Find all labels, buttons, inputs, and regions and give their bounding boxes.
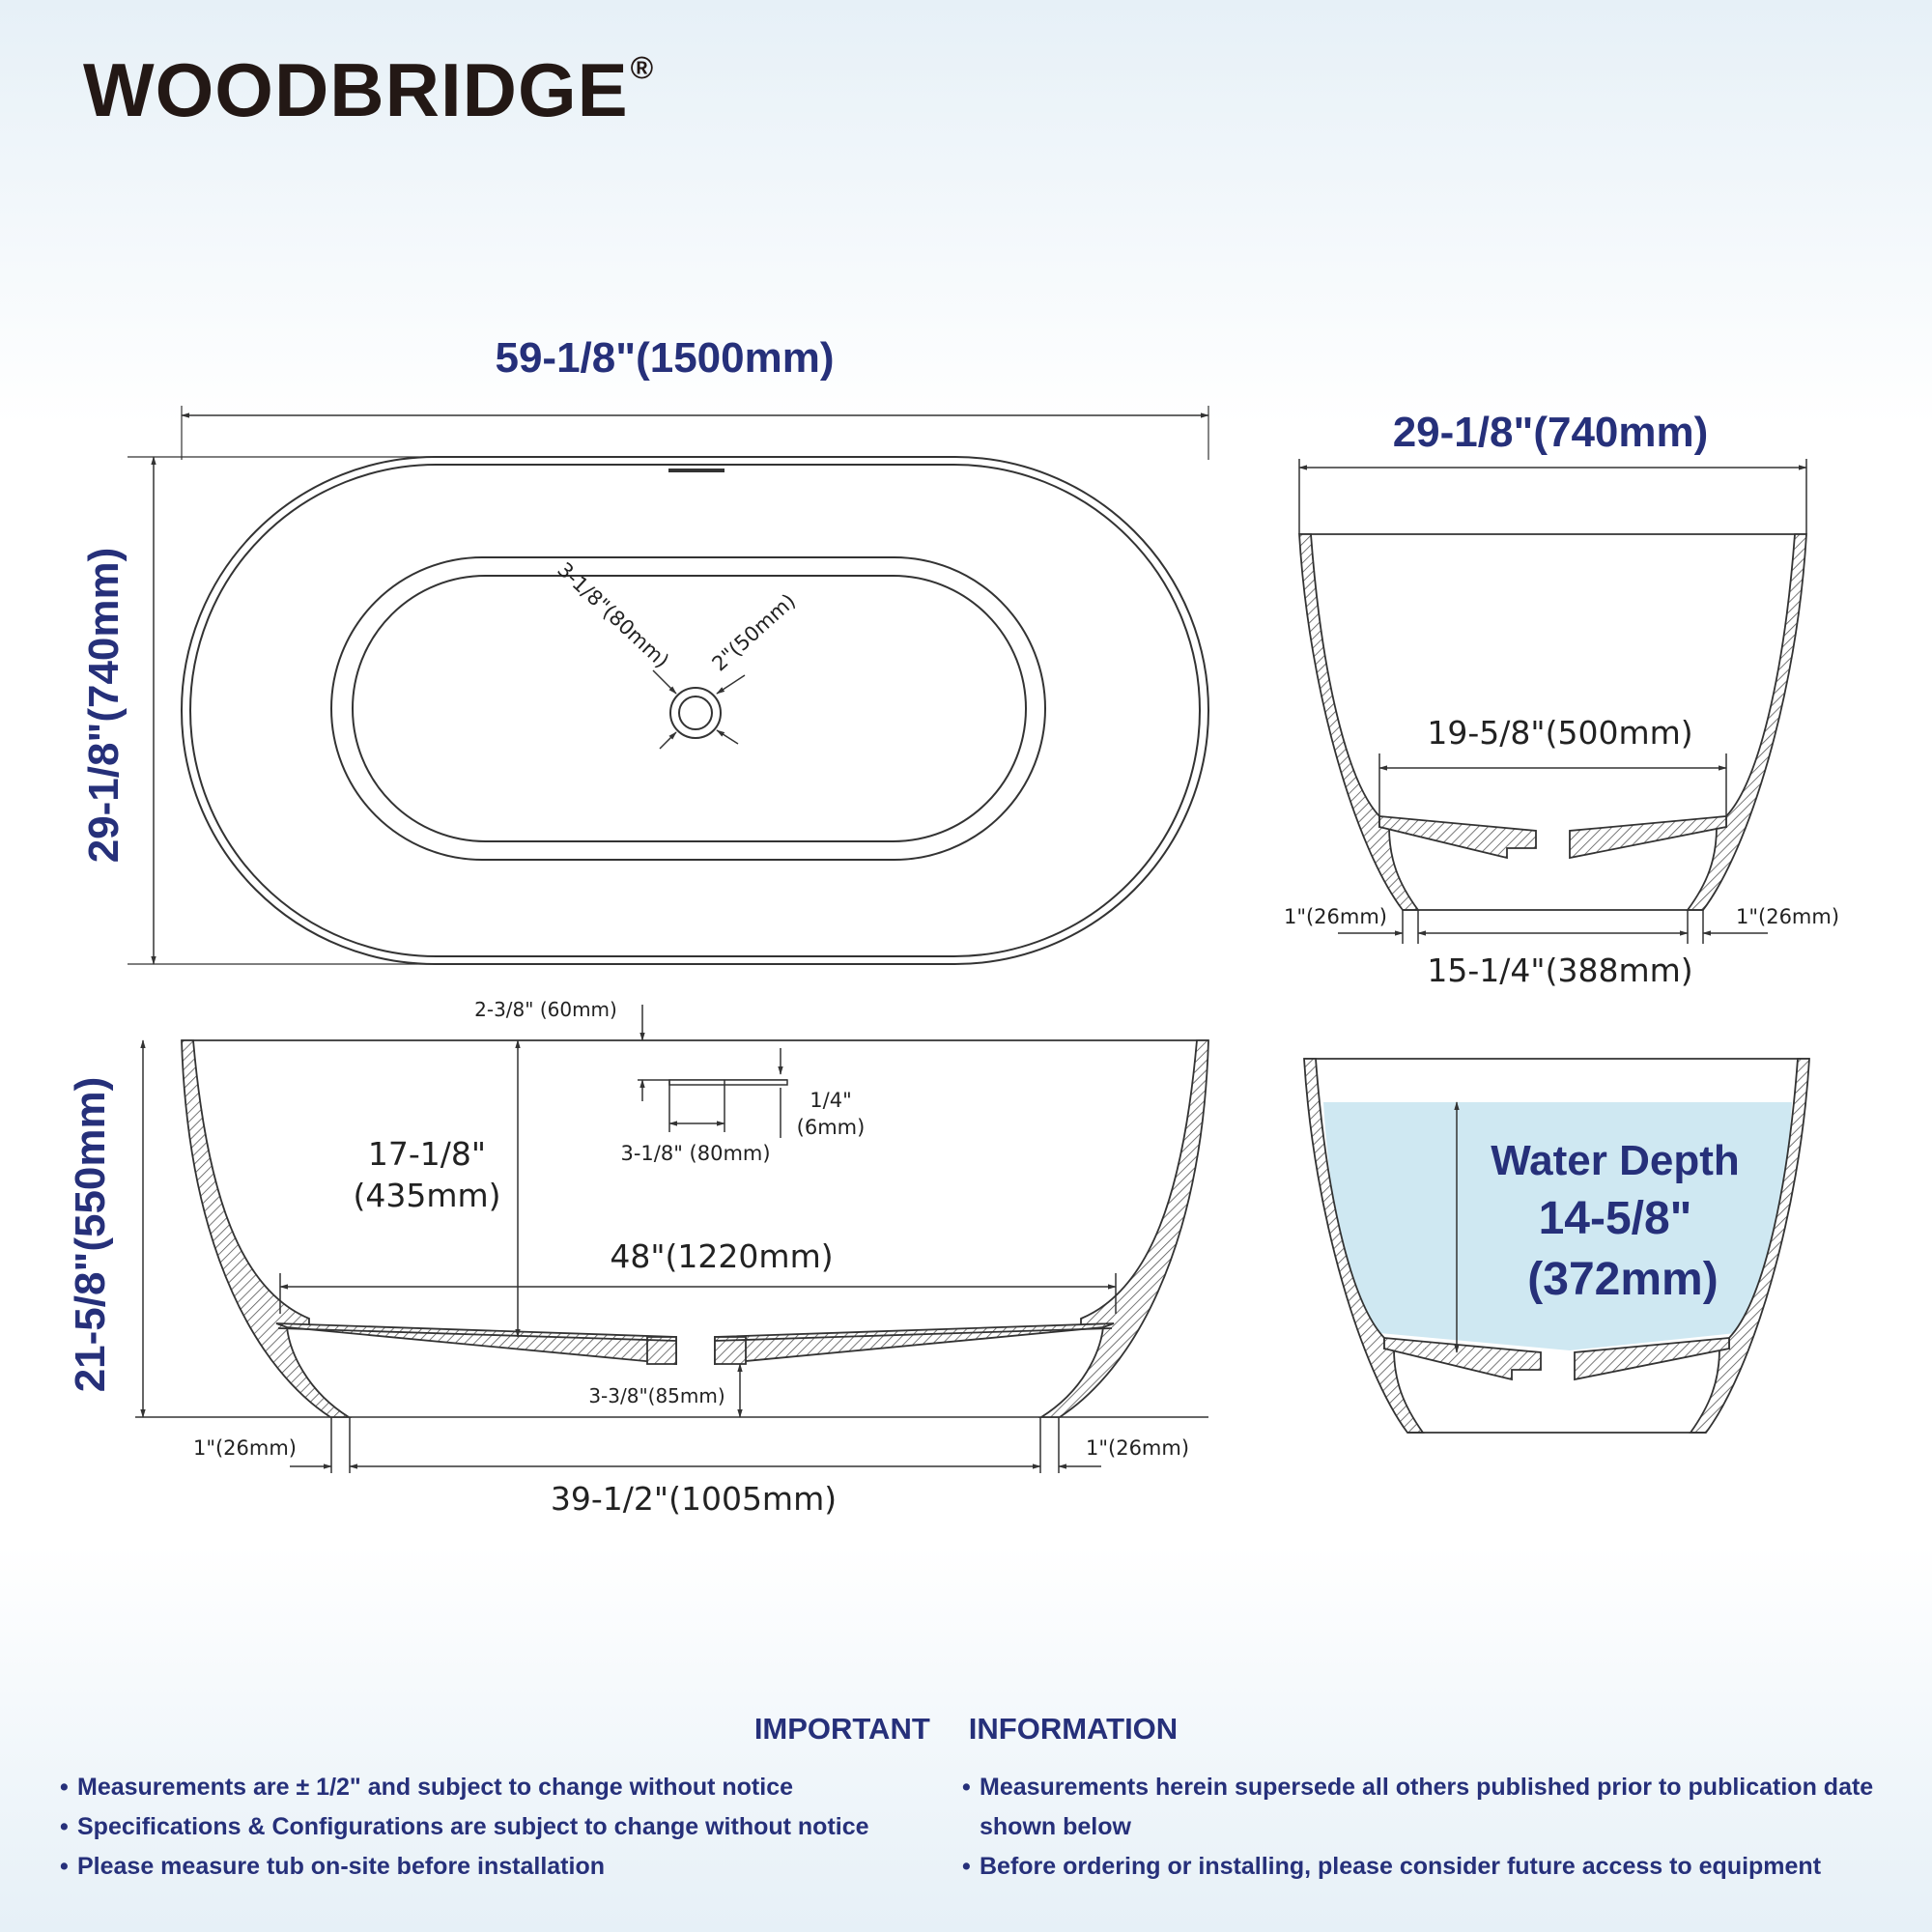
list-item: Measurements are ± 1/2" and subject to c…	[60, 1768, 929, 1807]
end-bottom-width-label: 19-5/8"(500mm)	[1427, 714, 1692, 752]
side-view	[135, 1039, 1209, 1418]
brand-name: WOODBRIDGE	[83, 47, 629, 132]
overflow-width-label: 3-1/8" (80mm)	[620, 1142, 770, 1165]
top-width-label: 29-1/8"(740mm)	[80, 548, 128, 864]
drain-outer	[669, 687, 722, 739]
drain-left-block	[646, 1336, 677, 1365]
side-view-dimensions	[140, 1005, 1117, 1473]
end-wall-left-label: 1"(26mm)	[1284, 905, 1387, 928]
water-depth-inches: 14-5/8"	[1539, 1193, 1692, 1244]
drain-height-label: 3-3/8"(85mm)	[588, 1384, 724, 1407]
drain-diameter-label: 2"(50mm)	[708, 589, 801, 675]
end-view	[1298, 533, 1807, 911]
notes-right-list: Measurements herein supersede all others…	[962, 1768, 1889, 1887]
bottom-length-label: 48"(1220mm)	[610, 1237, 833, 1275]
important-information-heading: IMPORTANT INFORMATION	[0, 1712, 1932, 1747]
water-depth-mm: (372mm)	[1527, 1254, 1718, 1305]
water-depth-view	[1303, 1058, 1810, 1434]
end-base-width-label: 15-1/4"(388mm)	[1427, 952, 1692, 989]
right-wall-section	[1037, 1039, 1209, 1418]
tub-outer-rim	[181, 456, 1209, 965]
heading-information: INFORMATION	[968, 1712, 1179, 1746]
overflow-thickness-label-2: (6mm)	[797, 1116, 866, 1139]
water-floor-left	[1383, 1337, 1542, 1381]
end-view-dimensions	[1298, 459, 1807, 944]
interior-depth-label-2: (435mm)	[353, 1177, 500, 1214]
overflow-thickness-label-1: 1/4"	[810, 1089, 851, 1112]
end-left-wall-section	[1298, 533, 1420, 911]
side-wall-right-label: 1"(26mm)	[1086, 1436, 1189, 1460]
tub-basin-outer	[330, 556, 1046, 861]
overflow-from-rim-label: 2-3/8" (60mm)	[474, 998, 617, 1021]
end-floor-right	[1569, 815, 1727, 860]
brand-logo: WOODBRIDGE®	[83, 46, 654, 134]
tub-inner-rim	[189, 464, 1201, 957]
water-right-wall-section	[1689, 1058, 1810, 1434]
heading-important: IMPORTANT	[753, 1712, 930, 1746]
top-view	[128, 406, 1209, 965]
list-item: Please measure tub on-site before instal…	[60, 1847, 929, 1887]
side-height-label: 21-5/8"(550mm)	[67, 1077, 114, 1393]
end-wall-right-label: 1"(26mm)	[1736, 905, 1839, 928]
drain-inner	[678, 696, 713, 730]
water-fill	[1323, 1102, 1792, 1350]
water-left-wall-section	[1303, 1058, 1425, 1434]
list-item: Specifications & Configurations are subj…	[60, 1807, 929, 1847]
drain-right-block	[714, 1336, 747, 1365]
list-item: Measurements herein supersede all others…	[962, 1768, 1889, 1847]
notes-left-list: Measurements are ± 1/2" and subject to c…	[60, 1768, 929, 1887]
end-width-label: 29-1/8"(740mm)	[1393, 409, 1709, 456]
end-floor-left	[1378, 815, 1537, 860]
tub-basin-inner	[352, 575, 1027, 842]
left-wall-section	[181, 1039, 353, 1418]
end-right-wall-section	[1686, 533, 1807, 911]
top-length-label: 59-1/8"(1500mm)	[495, 334, 834, 382]
list-item: Before ordering or installing, please co…	[962, 1847, 1889, 1887]
interior-depth-label-1: 17-1/8"	[368, 1135, 486, 1173]
base-length-label: 39-1/2"(1005mm)	[551, 1480, 837, 1518]
water-floor-right	[1574, 1337, 1730, 1381]
registered-mark: ®	[630, 50, 655, 85]
water-depth-title: Water Depth	[1491, 1137, 1740, 1184]
side-wall-left-label: 1"(26mm)	[193, 1436, 297, 1460]
